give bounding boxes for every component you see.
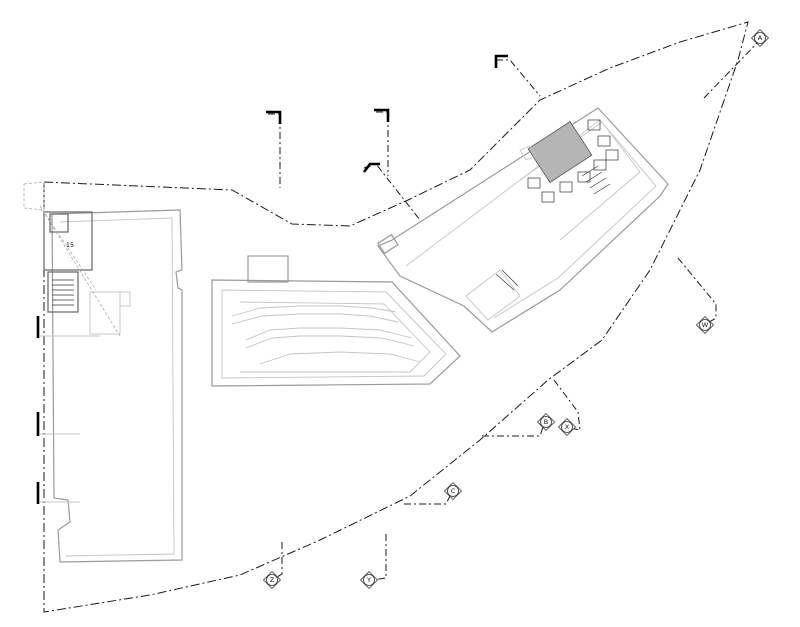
svg-text:C: C <box>451 487 456 495</box>
core-shaded-area <box>527 121 593 183</box>
service-cells <box>527 119 619 203</box>
section-tags: A W X B C Y Z <box>262 28 770 590</box>
central-building <box>211 255 461 387</box>
room-15-outline <box>43 211 93 271</box>
room-15-label: 15 <box>66 241 74 249</box>
section-tag-x: X <box>557 417 577 437</box>
stair-treads-left <box>52 279 74 306</box>
svg-text:A: A <box>758 34 763 42</box>
seating-rows <box>231 305 421 365</box>
svg-text:W: W <box>702 321 709 329</box>
svg-text:Y: Y <box>366 576 371 584</box>
entry-block <box>247 255 289 283</box>
section-tag-y: Y <box>359 570 379 590</box>
section-tag-w: W <box>695 315 715 335</box>
section-tag-c: C <box>443 481 463 501</box>
stair-upper <box>581 165 611 195</box>
stair-core-left <box>47 271 79 313</box>
svg-text:B: B <box>544 418 548 426</box>
section-cut-lines <box>36 39 761 581</box>
diagonal-wing <box>377 107 669 333</box>
section-tag-b: B <box>536 412 556 432</box>
svg-text:X: X <box>565 423 570 431</box>
stair-lower <box>495 269 519 291</box>
site-boundary <box>43 21 749 613</box>
courtyard-block <box>89 291 121 335</box>
svg-text:Z: Z <box>270 576 275 584</box>
section-tag-a: A <box>750 28 770 48</box>
section-tag-z: Z <box>262 570 282 590</box>
left-building: 15 <box>23 181 183 563</box>
lift-core <box>49 213 69 233</box>
